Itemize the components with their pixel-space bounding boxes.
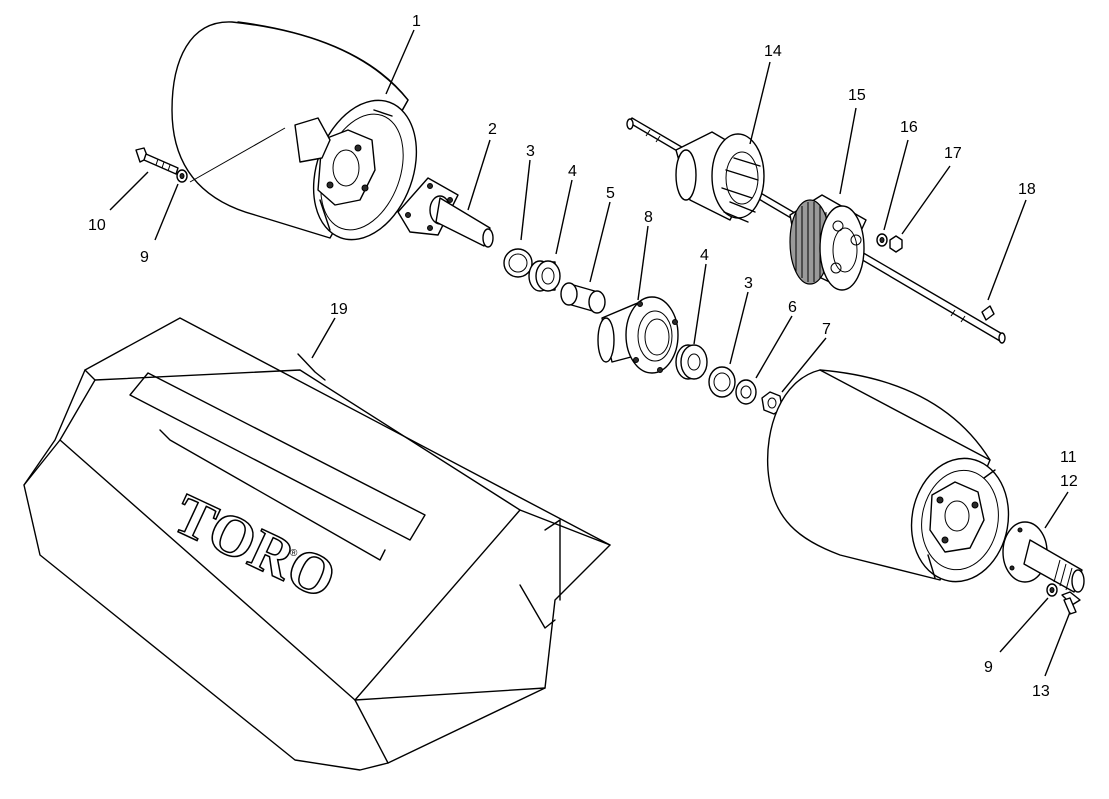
callout-labels: 1 2 3 4 5 8 4 3 6 7 10 9 14 15 16 17 18 … (88, 13, 1078, 700)
callout-8: 8 (644, 209, 653, 226)
grass-basket-19 (23, 317, 611, 771)
bolt-left (135, 147, 179, 175)
callout-9-left: 9 (140, 249, 149, 266)
callout-2: 2 (488, 121, 497, 138)
registered-mark: ® (290, 548, 298, 559)
callout-3-upper: 3 (526, 143, 535, 160)
callout-5: 5 (606, 185, 615, 202)
callout-9-right: 9 (984, 659, 993, 676)
drive-gear-15 (789, 194, 867, 291)
bearing-4-upper (528, 260, 561, 292)
stub-shaft-right (1002, 521, 1085, 593)
key-18 (981, 305, 995, 321)
stub-shaft-flange (397, 177, 494, 248)
callout-11: 11 (1060, 449, 1077, 466)
washer-6 (735, 379, 757, 405)
callout-13: 13 (1032, 683, 1050, 700)
callout-17: 17 (944, 145, 962, 162)
callout-10: 10 (88, 217, 106, 234)
bearing-4-lower (675, 344, 708, 380)
washer-3-upper (503, 248, 533, 278)
callout-19: 19 (330, 301, 348, 318)
callout-7: 7 (822, 321, 831, 338)
callout-14: 14 (764, 43, 782, 60)
callout-12: 12 (1060, 473, 1078, 490)
roller-drum-left (171, 21, 418, 241)
nut-17 (889, 235, 903, 253)
spacer-5 (560, 282, 606, 314)
roller-drum-right (766, 369, 1010, 583)
drive-hub-14 (675, 131, 765, 223)
bearing-housing-8 (597, 296, 679, 374)
washer-right (1046, 583, 1058, 597)
washer-16 (876, 233, 888, 247)
callout-4-upper: 4 (568, 163, 577, 180)
callout-3-lower: 3 (744, 275, 753, 292)
callout-1: 1 (412, 13, 421, 30)
callout-6: 6 (788, 299, 797, 316)
bolt-right (1061, 591, 1081, 615)
washer-3-lower (708, 366, 736, 398)
leader-lines (109, 29, 1071, 677)
callout-4-lower: 4 (700, 247, 709, 264)
callout-16: 16 (900, 119, 918, 136)
washer-left (176, 169, 188, 183)
callout-15: 15 (848, 87, 866, 104)
callout-18: 18 (1018, 181, 1036, 198)
